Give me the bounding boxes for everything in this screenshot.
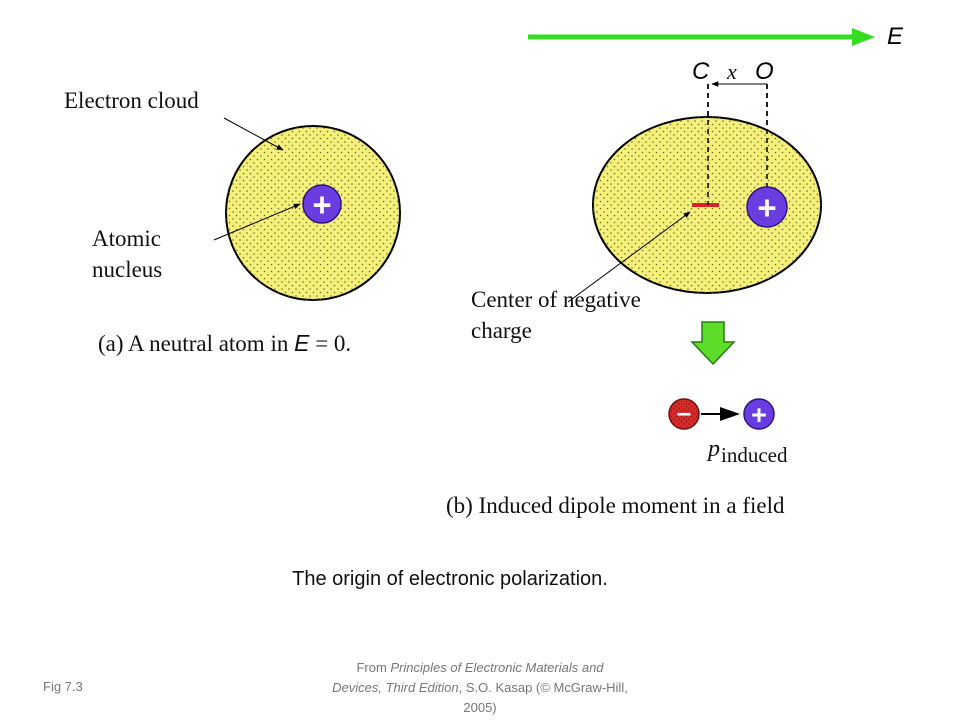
moment-symbol: p	[706, 436, 720, 462]
caption-b: (b) Induced dipole moment in a field	[446, 493, 785, 518]
source-title: Principles of Electronic Materials and D…	[332, 660, 604, 695]
figure-label: Fig 7.3	[43, 679, 83, 694]
caption-a-prefix: (a) A neutral atom in	[98, 331, 294, 356]
nucleus-b	[746, 186, 788, 228]
negative-charge-sign: –	[677, 397, 691, 427]
field-arrow	[528, 28, 875, 46]
electron-cloud-pointer	[223, 117, 284, 151]
source-prefix: From	[356, 660, 391, 675]
nucleus-pointer	[213, 203, 301, 241]
nucleus-b-plus-sign: +	[757, 189, 776, 226]
nucleus-label-line1: Atomic	[92, 226, 161, 251]
moment-subscript: induced	[721, 443, 788, 467]
negative-center-pointer	[567, 211, 691, 303]
neutral-atom: +	[225, 125, 401, 301]
polarized-atom: +	[592, 84, 822, 294]
nucleus-label-line2: nucleus	[92, 257, 162, 282]
field-arrow-head	[852, 28, 875, 46]
negative-center-label-line2: charge	[471, 318, 532, 343]
negative-charge-texture	[669, 399, 699, 429]
caption-a-symbol: E	[294, 330, 310, 356]
electron-cloud-label: Electron cloud	[64, 88, 199, 113]
source-suffix: , S.O. Kasap (© McGraw-Hill, 2005)	[458, 680, 628, 715]
induced-dipole: – +	[668, 397, 775, 430]
positive-charge-sign: +	[751, 400, 767, 430]
caption-a: (a) A neutral atom in E = 0.	[98, 330, 351, 356]
field-symbol: E	[887, 23, 904, 50]
label-x: x	[726, 59, 737, 84]
nucleus-a-plus-sign: +	[312, 186, 331, 223]
slide-caption: The origin of electronic polarization.	[292, 568, 608, 590]
caption-a-suffix: = 0.	[309, 331, 351, 356]
nucleus-a	[302, 184, 342, 224]
negative-center-label-line1: Center of negative	[471, 287, 641, 312]
label-c: C	[692, 58, 710, 85]
dipole-arrow-head	[720, 407, 740, 421]
positive-charge	[743, 398, 775, 430]
down-arrow-icon	[690, 321, 736, 366]
source-credit: From Principles of Electronic Materials …	[330, 658, 630, 718]
label-o: O	[755, 58, 774, 85]
